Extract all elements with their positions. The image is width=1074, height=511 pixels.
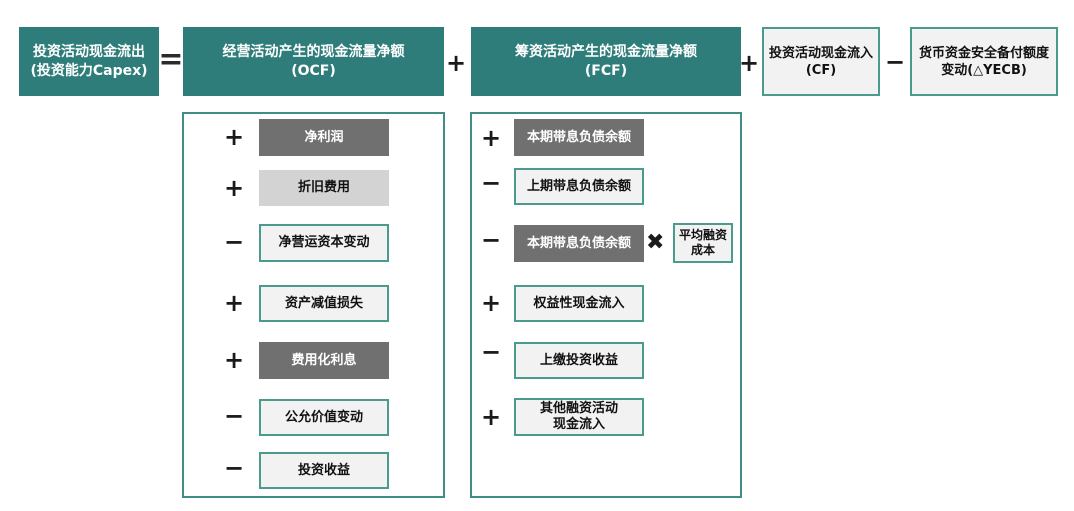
ocf-item-investment-income: 投资收益	[259, 452, 389, 489]
fcf-item-prior-debt: 上期带息负债余额	[514, 168, 644, 205]
fcf-op-4: +	[480, 289, 502, 317]
ocf-item-impairment: 资产减值损失	[259, 285, 389, 322]
fcf-op-1: +	[480, 124, 502, 152]
capex-title: 投资活动现金流出	[33, 43, 145, 60]
fcf-item-equity-inflow: 权益性现金流入	[514, 285, 644, 322]
ocf-op-5: +	[223, 346, 245, 374]
equals-sign: =	[158, 42, 184, 77]
cf-box: 投资活动现金流入 (CF)	[762, 27, 880, 96]
ocf-subtitle: (OCF)	[291, 62, 336, 79]
minus-sign: −	[884, 48, 906, 76]
avg-financing-cost-line1: 平均融资	[678, 228, 727, 242]
fcf-item-current-debt-2: 本期带息负债余额	[514, 225, 644, 262]
multiply-icon: ✖	[646, 230, 665, 255]
ocf-op-3: −	[223, 228, 245, 256]
ocf-item-depreciation: 折旧费用	[259, 170, 389, 206]
ocf-op-2: +	[223, 174, 245, 202]
fcf-op-2: −	[480, 169, 502, 197]
capex-subtitle: (投资能力Capex)	[30, 62, 148, 79]
cf-title: 投资活动现金流入	[768, 45, 873, 61]
fcf-item-other-financing-line2: 现金流入	[552, 417, 605, 432]
ocf-item-fair-value: 公允价值变动	[259, 399, 389, 436]
fcf-op-6: +	[480, 403, 502, 431]
fcf-item-remitted-income: 上缴投资收益	[514, 342, 644, 379]
avg-financing-cost-line2: 成本	[690, 243, 715, 257]
yecb-title: 货币资金安全备付额度	[918, 45, 1049, 61]
fcf-op-5: −	[480, 338, 502, 366]
fcf-item-other-financing: 其他融资活动 现金流入	[514, 398, 644, 436]
ocf-op-1: +	[223, 123, 245, 151]
ocf-box: 经营活动产生的现金流量净额 (OCF)	[183, 27, 444, 96]
ocf-item-net-profit: 净利润	[259, 119, 389, 156]
capex-box: 投资活动现金流出 (投资能力Capex)	[19, 27, 159, 96]
fcf-subtitle: (FCF)	[584, 62, 628, 79]
fcf-box: 筹资活动产生的现金流量净额 (FCF)	[471, 27, 741, 96]
plus-sign-1: +	[445, 49, 467, 77]
ocf-item-working-capital: 净营运资本变动	[259, 224, 389, 262]
ocf-op-7: −	[223, 454, 245, 482]
avg-financing-cost-box: 平均融资 成本	[673, 223, 733, 263]
yecb-subtitle: 变动(△YECB)	[941, 62, 1027, 78]
ocf-title: 经营活动产生的现金流量净额	[222, 43, 405, 60]
fcf-item-other-financing-line1: 其他融资活动	[539, 401, 618, 416]
ocf-op-4: +	[223, 289, 245, 317]
fcf-item-current-debt: 本期带息负债余额	[514, 119, 644, 156]
ocf-op-6: −	[223, 402, 245, 430]
cf-subtitle: (CF)	[805, 62, 837, 78]
ocf-item-expensed-interest: 费用化利息	[259, 342, 389, 379]
fcf-title: 筹资活动产生的现金流量净额	[515, 43, 697, 60]
fcf-op-3: −	[480, 226, 502, 254]
plus-sign-2: +	[738, 49, 760, 77]
yecb-box: 货币资金安全备付额度 变动(△YECB)	[910, 27, 1058, 96]
